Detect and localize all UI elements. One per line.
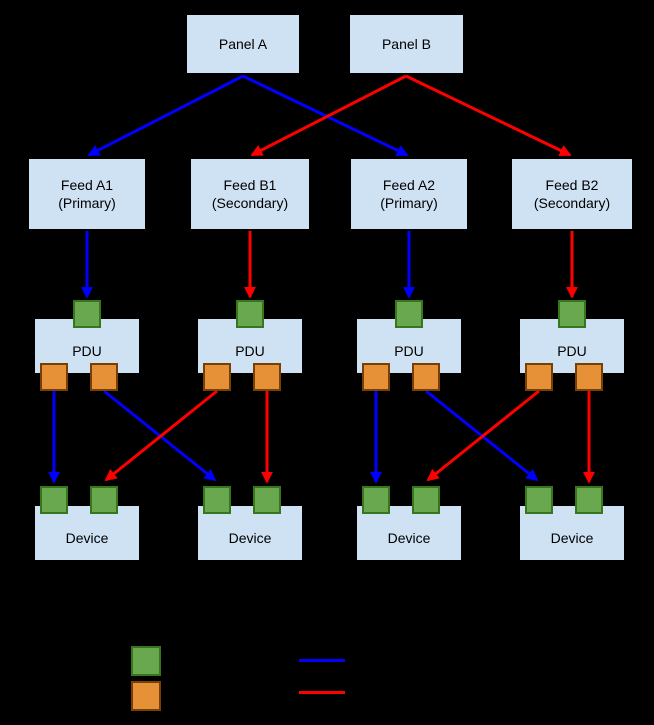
feed-a2-name: Feed A2 (382, 177, 436, 193)
feed-b1-type: (Secondary) (211, 195, 289, 211)
device-4-input-port-right-icon (575, 486, 603, 514)
device-2-box: Device (197, 505, 303, 561)
green-square-swatch-icon (131, 646, 161, 676)
pdu-1-output-port-left-icon (40, 363, 68, 391)
pdu-2-input-port-icon (236, 300, 264, 328)
feed-b2-name: Feed B2 (545, 177, 599, 193)
pdu-1-label: PDU (72, 343, 102, 359)
device-1-label: Device (65, 530, 109, 546)
blue-line-swatch-icon (299, 659, 345, 662)
pdu-3-output-port-right-icon (412, 363, 440, 391)
pdu-4-label: PDU (557, 343, 587, 359)
arrow-pdu-1-to-device-2 (103, 389, 217, 482)
feed-a2-type: (Primary) (380, 195, 438, 211)
pdu-3-label: PDU (394, 343, 424, 359)
device-4-input-port-left-icon (525, 486, 553, 514)
device-4-label: Device (550, 530, 594, 546)
device-1-input-port-left-icon (40, 486, 68, 514)
device-1-input-port-right-icon (90, 486, 118, 514)
pdu-2-output-port-right-icon (253, 363, 281, 391)
panel-b-label: Panel B (381, 36, 432, 52)
feed-a1-box: Feed A1 (Primary) (28, 158, 146, 230)
arrow-panel-b-to-feed-b2 (405, 74, 572, 157)
pdu-2-label: PDU (235, 343, 265, 359)
feed-b2-box: Feed B2 (Secondary) (511, 158, 633, 230)
device-2-input-port-left-icon (203, 486, 231, 514)
arrow-panel-a-to-feed-a1 (87, 74, 244, 157)
arrow-panel-a-to-feed-a2 (242, 74, 409, 157)
feed-a1-name: Feed A1 (60, 177, 114, 193)
pdu-1-output-port-right-icon (90, 363, 118, 391)
orange-square-swatch-icon (131, 681, 161, 711)
pdu-3-input-port-icon (395, 300, 423, 328)
feed-b1-name: Feed B1 (223, 177, 277, 193)
feed-a1-type: (Primary) (58, 195, 116, 211)
arrow-pdu-4-to-device-3 (426, 389, 540, 482)
pdu-4-output-port-left-icon (525, 363, 553, 391)
pdu-3-output-port-left-icon (362, 363, 390, 391)
device-2-label: Device (228, 530, 272, 546)
device-1-box: Device (34, 505, 140, 561)
pdu-2-output-port-left-icon (203, 363, 231, 391)
arrow-pdu-2-to-device-1 (104, 389, 218, 482)
panel-a-box: Panel A (186, 14, 300, 74)
device-3-input-port-left-icon (362, 486, 390, 514)
feed-a2-box: Feed A2 (Primary) (350, 158, 468, 230)
arrow-panel-b-to-feed-b1 (250, 74, 407, 157)
pdu-4-input-port-icon (558, 300, 586, 328)
red-line-swatch-icon (299, 691, 345, 694)
feed-b2-type: (Secondary) (533, 195, 611, 211)
device-2-input-port-right-icon (253, 486, 281, 514)
device-3-label: Device (387, 530, 431, 546)
device-3-box: Device (356, 505, 462, 561)
pdu-4-output-port-right-icon (575, 363, 603, 391)
pdu-1-input-port-icon (73, 300, 101, 328)
panel-a-label: Panel A (218, 36, 268, 52)
device-3-input-port-right-icon (412, 486, 440, 514)
device-4-box: Device (519, 505, 625, 561)
feed-b1-box: Feed B1 (Secondary) (190, 158, 310, 230)
panel-b-box: Panel B (349, 14, 464, 74)
arrow-pdu-3-to-device-4 (425, 389, 539, 482)
